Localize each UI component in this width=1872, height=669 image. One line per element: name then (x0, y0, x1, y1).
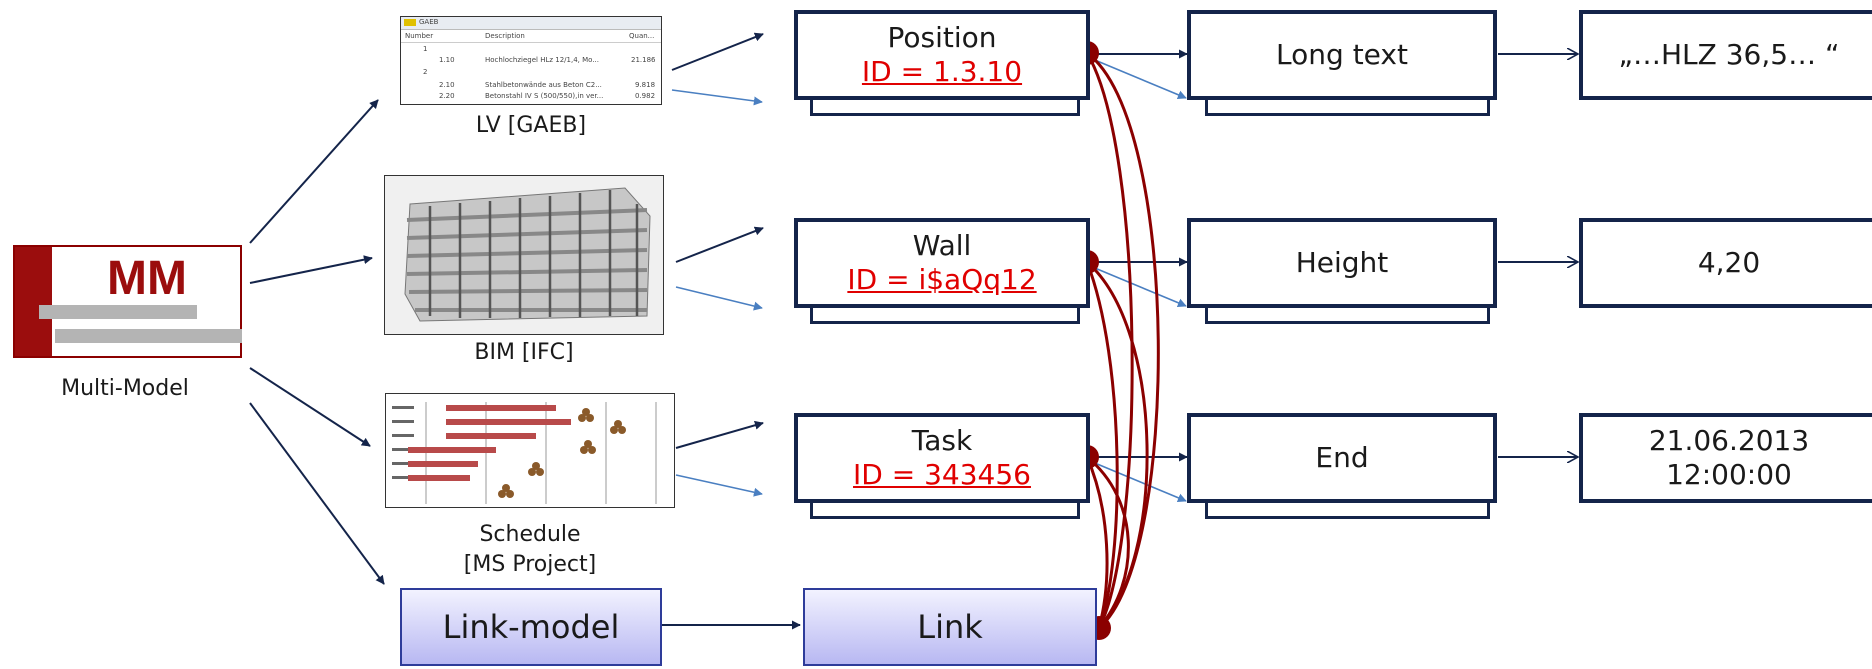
lv-cell: Betonstahl IV S (500/550),in ver... (485, 92, 604, 100)
link-curve-task (1086, 455, 1130, 629)
link-label: Link (917, 608, 983, 646)
lv-cell: 2 (423, 68, 428, 76)
end-value-time: 12:00:00 (1666, 458, 1792, 491)
link-curve-position-2 (1085, 52, 1134, 629)
position-title: Position (887, 21, 997, 55)
lv-cell: 2.10 (439, 81, 455, 89)
link-curve-task-2 (1085, 456, 1109, 629)
task-title: Task (911, 424, 973, 458)
lv-cell: 21.186 (631, 56, 656, 64)
arrow-schedule-to-task (675, 420, 764, 449)
arrow-position-secondary (1089, 57, 1187, 100)
wall-title: Wall (912, 229, 972, 263)
arrow-mm-to-link-model (249, 402, 385, 585)
position-id: ID = 1.3.10 (861, 55, 1023, 88)
lv-header-description: Description (485, 32, 525, 40)
link-curve-wall-2 (1085, 261, 1119, 629)
arrow-bim-secondary (675, 286, 763, 311)
multi-model-label: Multi-Model (61, 376, 189, 401)
lv-cell: 0.982 (635, 92, 656, 100)
height-box: Height (1187, 218, 1497, 308)
end-box: End (1187, 413, 1497, 503)
arrow-mm-to-lv (249, 99, 379, 244)
task-box: Task ID = 343456 (794, 413, 1090, 503)
schedule-gantt-image (385, 393, 675, 508)
bim-building-image (384, 175, 664, 335)
end-value-box: 21.06.2013 12:00:00 (1579, 413, 1872, 503)
height-value-box: 4,20 (1579, 218, 1872, 308)
lv-label: LV [GAEB] (475, 113, 587, 138)
height-value: 4,20 (1697, 246, 1761, 280)
schedule-label-line1: Schedule (479, 522, 581, 547)
lv-cell: 1.10 (439, 56, 455, 64)
arrow-lv-secondary (671, 89, 763, 106)
lv-cell: 2.20 (439, 92, 455, 100)
lv-cell: Hochlochziegel HLz 12/1,4, Mo... (485, 56, 599, 64)
arrow-schedule-secondary (675, 474, 763, 497)
link-box: Link (803, 588, 1097, 666)
task-id: ID = 343456 (853, 458, 1031, 491)
long-text-value-box: „…HLZ 36,5… “ (1579, 10, 1872, 100)
lv-header-number: Number (405, 32, 434, 40)
link-model-box: Link-model (400, 588, 662, 666)
lv-tab-label: GAEB (419, 18, 439, 26)
lv-cell: 9.818 (635, 81, 656, 89)
long-text-label: Long text (1276, 38, 1408, 72)
arrow-mm-to-schedule (249, 367, 371, 447)
lv-cell: Stahlbetonwände aus Beton C2... (485, 81, 602, 89)
arrow-mm-to-bim (249, 255, 373, 284)
end-value-date: 21.06.2013 (1648, 424, 1810, 458)
link-curve-wall (1086, 260, 1149, 630)
arrow-bim-to-wall (675, 226, 764, 263)
multi-model-logo: MM (13, 245, 242, 358)
lv-table-thumbnail: GAEB Number Description Quan... 1 1.10 H… (400, 16, 662, 105)
lv-cell: 1 (423, 45, 428, 53)
height-label: Height (1295, 246, 1389, 280)
long-text-box: Long text (1187, 10, 1497, 100)
arrow-wall-secondary (1089, 265, 1187, 308)
link-model-label: Link-model (442, 608, 620, 646)
wall-box: Wall ID = i$aQq12 (794, 218, 1090, 308)
arrow-task-secondary (1089, 460, 1187, 503)
end-label: End (1315, 441, 1369, 475)
arrow-lv-to-position (671, 32, 764, 71)
long-text-value: „…HLZ 36,5… “ (1618, 38, 1840, 72)
schedule-label-line2: [MS Project] (463, 552, 597, 577)
wall-id: ID = i$aQq12 (847, 263, 1037, 296)
position-box: Position ID = 1.3.10 (794, 10, 1090, 100)
mm-logo-text: MM (107, 252, 187, 305)
bim-label: BIM [IFC] (474, 340, 574, 365)
lv-header-quantity: Quan... (629, 32, 655, 40)
